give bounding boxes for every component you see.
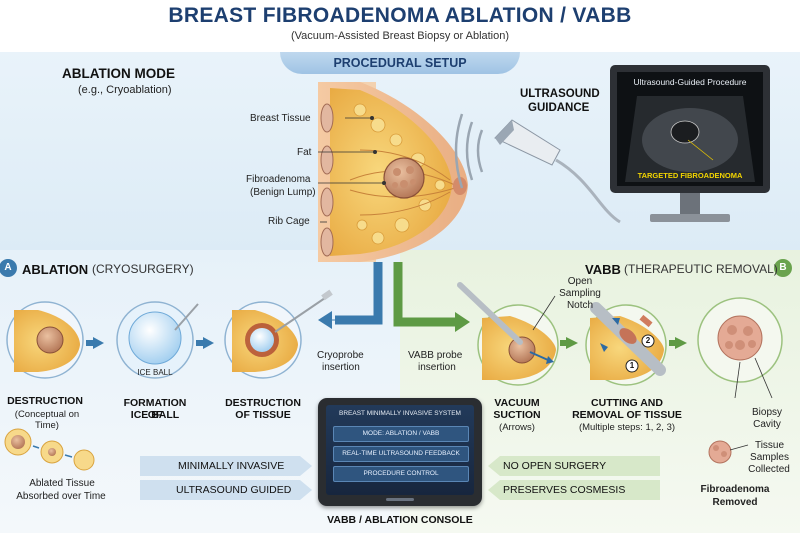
vabb-step1-title-1: VACUUM [494, 397, 540, 409]
console-caption: VABB / ABLATION CONSOLE [327, 514, 473, 526]
section-b-badge: B [779, 262, 787, 273]
tissue-destruction-illustration [224, 289, 333, 379]
biopsy-cavity-label-1: Biopsy [751, 407, 782, 418]
vabb-probe-label-1: VABB probe [408, 350, 463, 361]
vabb-step1-title-2: SUCTION [493, 409, 541, 421]
removed-fibroadenoma-illustration [532, 295, 783, 464]
label-breast-tissue: Breast Tissue [250, 113, 311, 124]
step-number-1: 1 [629, 361, 635, 370]
console-mode-button[interactable]: MODE: ABLATION / VABB [333, 426, 469, 442]
ablation-title-sub: (CRYOSURGERY) [92, 262, 194, 276]
ultrasound-probe [454, 113, 484, 189]
tissue-samples-label-3: Collected [748, 464, 790, 475]
ablation-step2-title-1: FORMATION OF [123, 397, 187, 421]
notch-label-1: Open [567, 276, 593, 287]
vabb-step1-sub: (Arrows) [499, 422, 535, 433]
fibroadenoma-removed-label-1: Fibroadenoma [700, 484, 770, 495]
label-fat: Fat [297, 147, 312, 158]
breast-cross-section [318, 82, 468, 262]
ablation-step3-title-2: OF TISSUE [235, 409, 291, 421]
procedural-setup-tab: PROCEDURAL SETUP [280, 52, 520, 74]
monitor-target-label: TARGETED FIBROADENOMA [637, 171, 743, 180]
ablation-step3-title-1: DESTRUCTION [225, 397, 301, 409]
ablation-step2-title-2: ICE BALL [130, 409, 180, 421]
benefit-ultrasound-guided: ULTRASOUND GUIDED [176, 484, 292, 496]
vabb-title: VABB [585, 262, 621, 277]
ice-ball-label: ICE BALL [137, 368, 173, 377]
vabb-step2-title-1: CUTTING AND [591, 397, 663, 409]
monitor-title: Ultrasound-Guided Procedure [633, 77, 747, 87]
benefit-pills [140, 456, 660, 500]
ice-ball-illustration [116, 301, 199, 379]
biopsy-cavity-label-2: Cavity [753, 419, 781, 430]
ultrasound-guidance-line1: ULTRASOUND [520, 88, 600, 100]
console-page-indicator [386, 498, 414, 501]
notch-label-2: Sampling [559, 288, 601, 299]
vabb-step2-sub: (Multiple steps: 1, 2, 3) [578, 422, 676, 433]
vabb-step2-title-2: REMOVAL OF TISSUE [572, 409, 682, 421]
page-title: BREAST FIBROADENOMA ABLATION / VABB [168, 4, 632, 27]
ablation-step1-sub: (Conceptual on Time) [14, 409, 80, 431]
absorbed-label-2: Absorbed over Time [16, 491, 106, 502]
cutting-removal-illustration [585, 302, 667, 386]
label-rib-cage: Rib Cage [268, 216, 310, 227]
console-feedback-button[interactable]: REAL-TIME ULTRASOUND FEEDBACK [333, 446, 469, 462]
ablation-mode-title: ABLATION MODE [62, 66, 175, 81]
ablation-step1-title: DESTRUCTION [7, 395, 83, 407]
ablation-step1-illustration [6, 301, 84, 379]
ablation-mode-sub: (e.g., Cryoablation) [78, 84, 172, 96]
vabb-probe-label-2: insertion [418, 362, 456, 373]
ablation-title: ABLATION [22, 262, 89, 277]
benefit-minimally-invasive: MINIMALLY INVASIVE [178, 460, 285, 472]
cryoprobe-label-2: insertion [322, 362, 360, 373]
fibroadenoma-removed-label-2: Removed [712, 497, 758, 508]
absorbed-label-1: Ablated Tissue [29, 478, 95, 489]
benefit-preserves-cosmesis: PRESERVES COSMESIS [503, 484, 626, 496]
absorption-sequence [4, 428, 95, 471]
notch-label-3: Notch [566, 300, 594, 311]
console-control-button[interactable]: PROCEDURE CONTROL [333, 466, 469, 482]
vacuum-suction-illustration [457, 282, 559, 386]
fibroadenoma-lump [383, 157, 425, 199]
cryoprobe-label-1: Cryoprobe [317, 350, 364, 361]
vabb-title-sub: (THERAPEUTIC REMOVAL) [624, 262, 778, 276]
page-subtitle: (Vacuum-Assisted Breast Biopsy or Ablati… [290, 30, 510, 42]
console-header: BREAST MINIMALLY INVASIVE SYSTEM [339, 410, 461, 417]
ultrasound-guidance-line2: GUIDANCE [528, 102, 590, 114]
benefit-no-open-surgery: NO OPEN SURGERY [503, 460, 607, 472]
step-number-2: 2 [645, 336, 651, 345]
section-a-badge: A [4, 262, 12, 273]
tissue-samples-label-2: Samples [750, 452, 789, 463]
tissue-samples-label-1: Tissue [754, 440, 785, 451]
label-benign-lump: (Benign Lump) [250, 187, 316, 198]
label-fibroadenoma: Fibroadenoma [246, 174, 311, 185]
